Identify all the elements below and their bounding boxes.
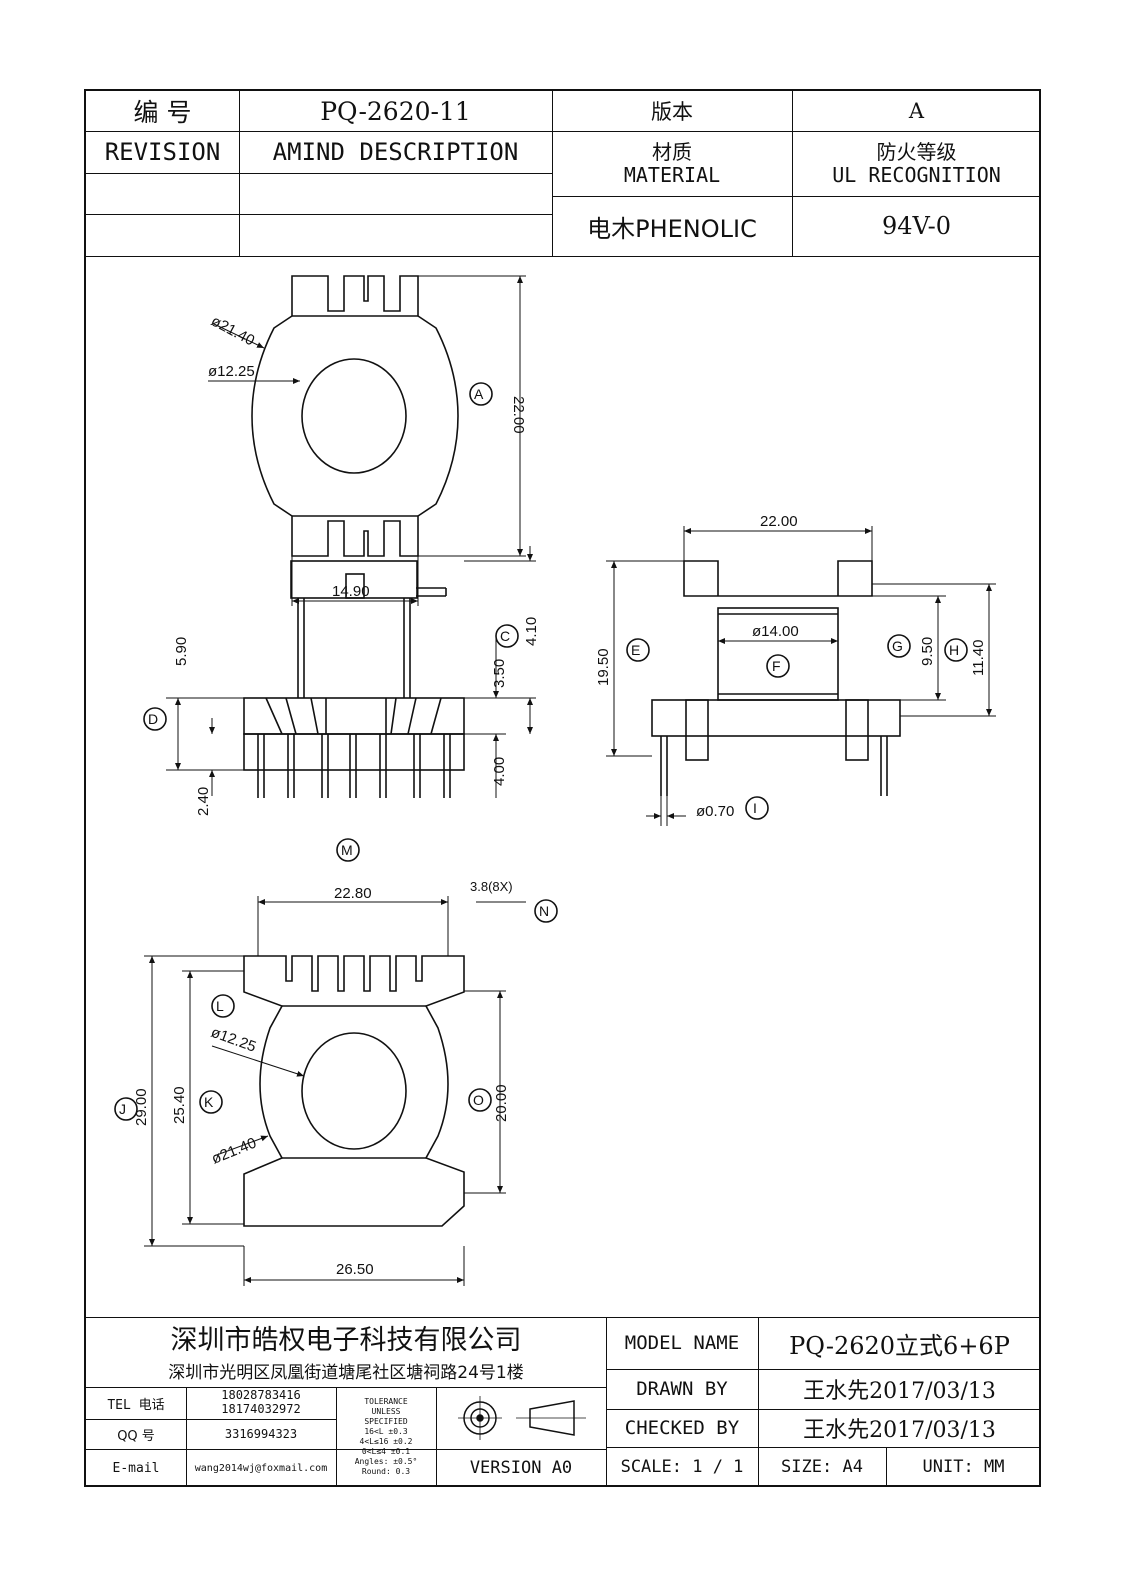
ul-label-cn: 防火等级	[876, 139, 957, 164]
ref-i: I	[753, 800, 757, 816]
drawn-label: DRAWN BY	[636, 1378, 728, 1400]
ref-n: N	[539, 903, 549, 919]
checked-value: 王水先2017/03/13	[803, 1418, 996, 1443]
dim-350: 3.50	[491, 659, 508, 688]
dim-top-width: 14.90	[332, 583, 370, 600]
tolerance-line: Angles: ±0.5°	[354, 1457, 418, 1466]
ref-g: G	[892, 638, 903, 654]
version-label: 版本	[651, 100, 693, 124]
ref-d: D	[148, 711, 158, 727]
ul-label-en: UL RECOGNITION	[832, 162, 1001, 187]
dim-240: 2.40	[195, 787, 212, 816]
bottom-view	[114, 838, 558, 1286]
tolerance-line: TOLERANCE	[364, 1397, 408, 1406]
front-view	[143, 546, 536, 798]
dim-j: 29.00	[133, 1088, 150, 1126]
dim-c: 4.10	[523, 617, 540, 646]
dim-bottom-width-m: 22.80	[334, 885, 372, 902]
dim-g: 9.50	[919, 637, 936, 666]
ref-f: F	[772, 658, 781, 674]
projection-symbol-icon	[458, 1396, 586, 1440]
model-label: MODEL NAME	[624, 1332, 740, 1354]
dim-590: 5.90	[173, 637, 190, 666]
dim-top-height: 22.00	[510, 396, 527, 434]
dim-bottom-dia-inner: ø12.25	[209, 1024, 259, 1056]
size: SIZE: A4	[781, 1457, 863, 1477]
ul-label: 防火等级 UL RECOGNITION	[792, 131, 1041, 196]
material-label-cn: 材质	[652, 139, 692, 164]
dim-pin-dia: ø0.70	[696, 803, 734, 820]
tolerance-line: UNLESS	[371, 1407, 401, 1416]
dim-o: 20.00	[493, 1084, 510, 1122]
ref-h: H	[949, 642, 959, 658]
version-footer: VERSION A0	[469, 1458, 573, 1478]
model-value: PQ-2620立式6+6P	[789, 1331, 1010, 1360]
tolerance-line: 0<L≤4 ±0.1	[361, 1447, 411, 1456]
top-view	[208, 275, 526, 606]
qq-value: 3316994323	[224, 1427, 298, 1441]
dim-400: 4.00	[491, 757, 508, 786]
side-view	[606, 526, 996, 826]
drawing-canvas: ø21.40 ø12.25 A 22.00 14.90 C 4.10 5.90 …	[114, 275, 996, 1286]
checked-label: CHECKED BY	[624, 1417, 740, 1439]
email-value: wang2014wj@foxmail.com	[194, 1462, 328, 1474]
ul-value: 94V-0	[881, 212, 952, 240]
version-value: A	[908, 99, 925, 123]
ref-c: C	[500, 628, 510, 644]
dim-bottom-width: 26.50	[336, 1261, 374, 1278]
part-no-label: 编 号	[133, 98, 192, 127]
tolerance-line: Round: 0.3	[361, 1467, 411, 1476]
dim-top-dia-outer: ø21.40	[208, 313, 257, 350]
tolerance-line: SPECIFIED	[364, 1417, 408, 1426]
ref-k: K	[204, 1094, 214, 1110]
tel-1: 18028783416	[221, 1388, 301, 1403]
email-label: E-mail	[112, 1460, 160, 1476]
material-label-en: MATERIAL	[623, 162, 721, 187]
drawing-sheet: 编 号 PQ-2620-11 版本 A REVISION AMIND DESCR…	[84, 89, 1041, 1487]
ref-l: L	[216, 998, 224, 1014]
dim-side-height: 19.50	[595, 648, 612, 686]
tolerance-table: TOLERANCE UNLESS SPECIFIED 16<L ±0.3 4<L…	[336, 1387, 436, 1487]
dim-slot: 3.8(8X)	[470, 879, 513, 894]
tolerance-line: 16<L ±0.3	[364, 1427, 408, 1436]
material-label: 材质 MATERIAL	[552, 131, 792, 196]
scale: SCALE: 1 / 1	[620, 1457, 744, 1477]
tel-label: TEL 电话	[107, 1397, 165, 1413]
dim-side-dia: ø14.00	[752, 623, 799, 640]
dim-k: 25.40	[171, 1086, 188, 1124]
tel-2: 18174032972	[221, 1402, 301, 1416]
ref-a: A	[474, 386, 484, 402]
part-no: PQ-2620-11	[320, 96, 471, 126]
company-name: 深圳市皓权电子科技有限公司	[170, 1324, 522, 1356]
company-address: 深圳市光明区凤凰街道塘尾社区塘祠路24号1楼	[168, 1362, 524, 1383]
dim-top-dia-inner: ø12.25	[208, 363, 255, 380]
material-value: 电木PHENOLIC	[587, 214, 757, 243]
dim-side-width: 22.00	[760, 513, 798, 530]
amend-label: AMIND DESCRIPTION	[272, 138, 519, 166]
dim-h: 11.40	[970, 640, 987, 676]
tel-numbers: 18028783416 18174032972	[186, 1387, 336, 1419]
ref-e: E	[631, 642, 640, 658]
drawn-value: 王水先2017/03/13	[803, 1379, 996, 1404]
qq-label: QQ 号	[117, 1428, 155, 1444]
unit: UNIT: MM	[922, 1457, 1005, 1477]
revision-label: REVISION	[104, 138, 221, 166]
tolerance-line: 4<L≤16 ±0.2	[359, 1437, 413, 1446]
ref-o: O	[473, 1092, 484, 1108]
dim-bottom-dia-outer: ø21.40	[209, 1134, 259, 1167]
ref-m: M	[341, 842, 353, 858]
ref-j: J	[119, 1101, 126, 1117]
